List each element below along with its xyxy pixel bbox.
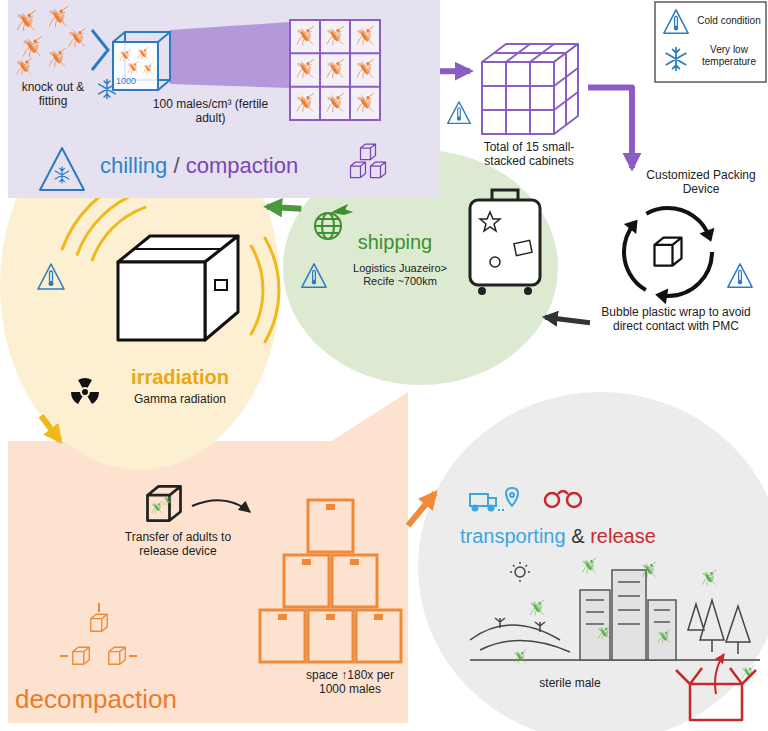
flow-arrow [408, 493, 435, 526]
step-note: knock out & fitting [12, 80, 94, 109]
text-block: shipping [345, 230, 445, 254]
text-block: space ↑180x per 1000 males [292, 668, 408, 697]
text-block: Total of 15 small-stacked cabinets [470, 140, 588, 169]
node-text: Logistics Juazeiro> Recife ~700km [353, 262, 447, 287]
node-text: & [571, 525, 584, 547]
legend-entry: Cold condition [693, 15, 765, 27]
text-block: irradiation [110, 365, 250, 389]
text-block: decompaction [15, 684, 205, 715]
cold-icon [664, 10, 688, 33]
stage-circle: transporting&release sterile male [418, 392, 768, 731]
label-text: 100 males/cm³ (fertile adult) [153, 97, 268, 125]
node-text: irradiation [131, 366, 229, 388]
node-text: compaction [186, 153, 299, 178]
snowflake-icon [666, 48, 686, 71]
legend-text: Cold condition [697, 15, 760, 26]
node-text: sterile male [539, 676, 600, 690]
text-block: Bubble plastic wrap to avoid direct cont… [592, 305, 760, 334]
node-text: Transfer of adults to release device [125, 530, 231, 558]
cube-box: 1000 [110, 30, 170, 92]
legend-text: Very low temperature [702, 44, 756, 67]
circle-fill [418, 392, 768, 731]
node-text: chilling [100, 153, 167, 178]
cold-icon [448, 102, 471, 124]
flow-arrow [588, 88, 632, 169]
node-text: decompaction [15, 684, 177, 714]
node-text: release [590, 525, 656, 547]
node-text: / [173, 153, 179, 178]
packing-box: Customized Packing DeviceBubble plastic … [590, 168, 762, 340]
cabinet-box: Total of 15 small-stacked cabinets [470, 35, 588, 185]
flow-arrow [267, 207, 302, 209]
flow-arrow [440, 68, 470, 74]
node-text: space ↑180x per 1000 males [306, 668, 394, 696]
label-text: knock out & fitting [22, 80, 85, 108]
text-block: Transfer of adults to release device [108, 530, 248, 559]
node-text: Total of 15 small-stacked cabinets [484, 140, 575, 168]
flow-arrow [545, 317, 590, 323]
text-block: Gamma radiation [110, 392, 250, 406]
legend-frame [655, 2, 766, 82]
density-note: 100 males/cm³ (fertile adult) [148, 97, 273, 126]
flow-arrow [41, 416, 60, 441]
node-text: Customized Packing Device [646, 168, 755, 196]
node-text: shipping [358, 231, 433, 253]
node-text: transporting [460, 525, 566, 547]
node-text: 1000 [116, 76, 136, 86]
text-block: Customized Packing Device [645, 168, 757, 197]
text-block: Logistics Juazeiro> Recife ~700km [350, 262, 450, 288]
text-block: chilling/ compaction [100, 153, 350, 179]
legend-entry: Very low temperature [693, 44, 765, 68]
node-text: Bubble plastic wrap to avoid direct cont… [601, 305, 750, 333]
text-block: sterile male [530, 676, 610, 690]
stage-panel: Transfer of adults to release device spac… [8, 441, 408, 723]
text-block: 1000 [116, 76, 156, 87]
node-text: Gamma radiation [134, 392, 226, 406]
text-block: transporting&release [460, 524, 700, 548]
